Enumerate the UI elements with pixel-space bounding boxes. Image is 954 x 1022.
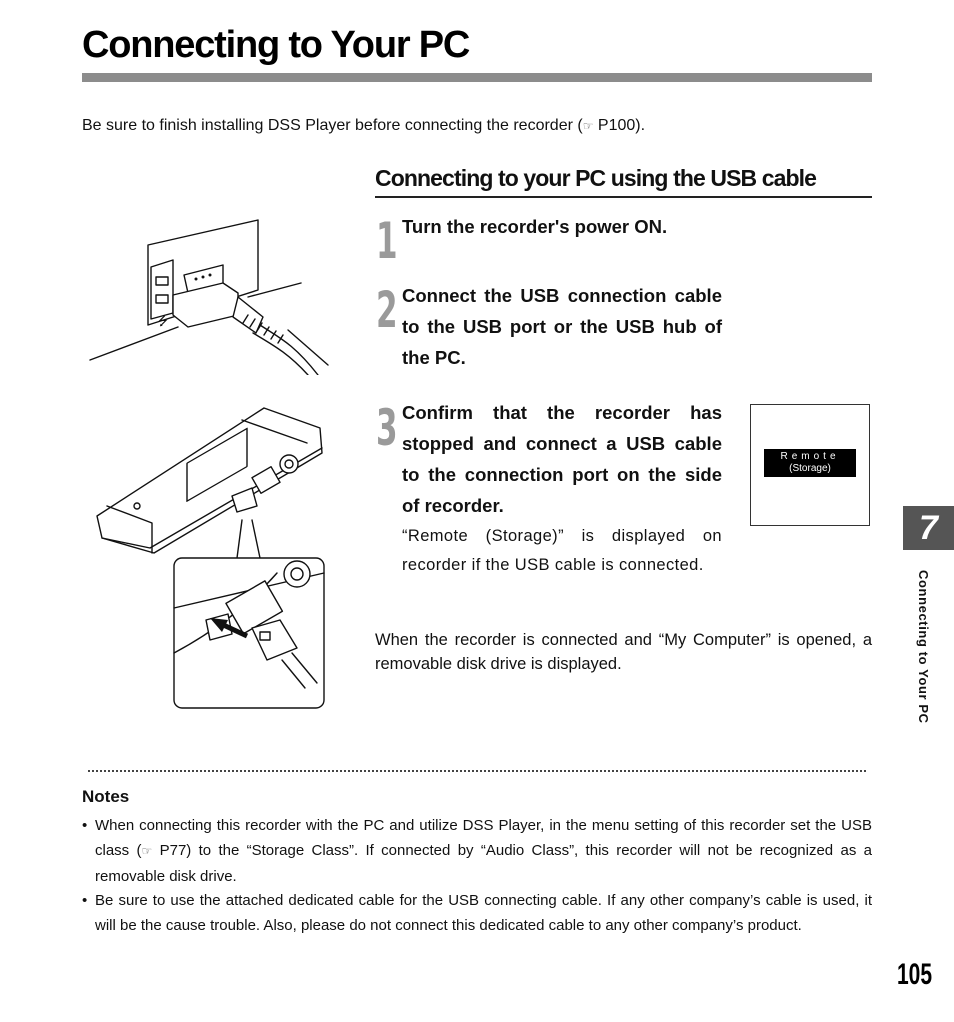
- note-text: Be sure to use the attached dedicated ca…: [95, 892, 872, 934]
- step-2-text: Connect the USB connection cable to the …: [402, 285, 722, 368]
- step-1-text: Turn the recorder's power ON.: [402, 216, 668, 237]
- intro-text: Be sure to finish installing DSS Player …: [82, 117, 645, 135]
- step-2-number: 2: [376, 281, 398, 339]
- chapter-tab: 7: [903, 506, 954, 550]
- dotted-divider: [88, 770, 866, 772]
- notes-heading: Notes: [82, 787, 130, 806]
- intro-text-before: Be sure to finish installing DSS Player …: [82, 117, 583, 134]
- recorder-usb-illustration: [96, 407, 325, 709]
- note-text-after: P77) to the “Storage Class”. If connecte…: [95, 842, 872, 885]
- display-remote-label: Remote (Storage): [764, 449, 856, 477]
- note-text-before: When connecting this recorder with the P…: [95, 817, 872, 859]
- pc-usb-illustration: ⭍: [89, 219, 329, 375]
- intro-page-ref: P100).: [593, 117, 646, 134]
- display-line-2: (Storage): [789, 463, 831, 474]
- page-title: Connecting to Your PC: [82, 24, 470, 66]
- step-3-number: 3: [376, 399, 398, 457]
- bullet: •: [82, 817, 88, 834]
- step-1-number: 1: [376, 212, 398, 270]
- pointing-hand-icon: ☞: [582, 119, 594, 133]
- display-line-1: Remote: [780, 451, 840, 462]
- section-title: Connecting to your PC using the USB cabl…: [375, 164, 872, 198]
- connected-note: When the recorder is connected and “My C…: [375, 631, 872, 673]
- recorder-display: Remote (Storage): [750, 404, 870, 526]
- bullet: •: [82, 892, 88, 909]
- step-3-subtext: “Remote (Storage)” is displayed on recor…: [402, 527, 722, 574]
- chapter-side-label: Connecting to Your PC: [916, 570, 931, 724]
- svg-text:⭍: ⭍: [158, 314, 168, 328]
- page-number: 105: [897, 958, 933, 991]
- note-item: • When connecting this recorder with the …: [82, 813, 872, 889]
- step-3-text: Confirm that the recorder has stopped an…: [402, 402, 722, 516]
- pointing-hand-icon: ☞: [141, 844, 153, 858]
- title-rule: [82, 73, 872, 82]
- note-item: • Be sure to use the attached dedicated c…: [82, 888, 872, 938]
